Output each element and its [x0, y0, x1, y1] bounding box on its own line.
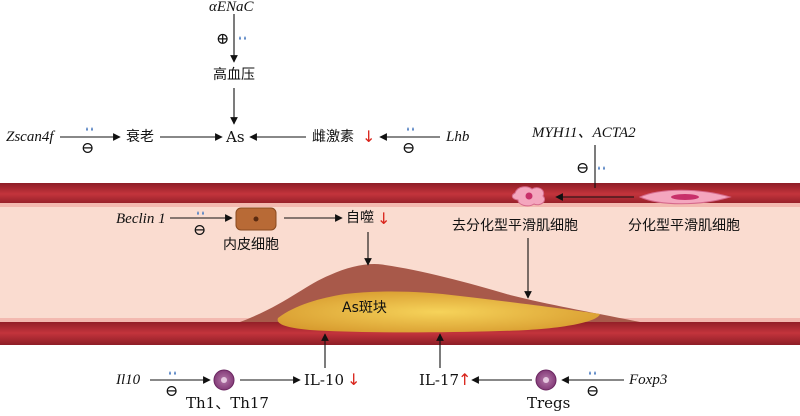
- node-tregs: Tregs: [527, 394, 571, 412]
- node-beclin1: Beclin 1: [116, 211, 166, 227]
- droplet-icon: [197, 211, 199, 215]
- treg-cell-nucleus: [543, 377, 549, 383]
- plus-sign-hypertension: ⊕: [216, 29, 230, 48]
- minus-sign-myh11: ⊖: [576, 158, 590, 177]
- node-endothelial: 内皮细胞: [223, 237, 279, 253]
- droplet-icon: [91, 127, 93, 131]
- droplet-icon: [244, 36, 246, 40]
- droplet-icon: [603, 166, 605, 170]
- droplet-icon: [598, 166, 600, 170]
- minus-sign-beclin1: ⊖: [193, 220, 207, 239]
- node-plaque: As斑块: [342, 300, 387, 316]
- node-foxp3: Foxp3: [629, 372, 668, 388]
- droplet-icon: [239, 36, 241, 40]
- node-myh11-acta2: MYH11、ACTA2: [532, 125, 636, 141]
- droplet-icon: [594, 371, 596, 375]
- node-estrogen: 雌激素: [312, 129, 354, 145]
- node-aging: 衰老: [126, 129, 154, 145]
- node-hypertension: 高血压: [213, 67, 255, 83]
- node-dediff-smc: 去分化型平滑肌细胞: [452, 218, 578, 234]
- th-cell-nucleus: [221, 377, 227, 383]
- vessel-wall-top: [0, 183, 800, 205]
- droplet-icon: [589, 371, 591, 375]
- node-il10-gene: Il10: [116, 372, 141, 388]
- minus-sign-lhb: ⊖: [402, 138, 416, 157]
- autophagy-down-arrow: ↓: [377, 209, 391, 228]
- droplet-icon: [86, 127, 88, 131]
- node-zscan4f: Zscan4f: [6, 129, 54, 145]
- diff-smc-nucleus: [671, 194, 699, 200]
- droplet-icon: [169, 371, 171, 375]
- estrogen-down-arrow: ↓: [362, 127, 376, 146]
- node-as: As: [226, 128, 245, 146]
- node-th: Th1、Th17: [186, 394, 269, 412]
- dediff-smc-nucleus: [525, 192, 533, 200]
- minus-sign-foxp3: ⊖: [586, 381, 600, 400]
- droplet-icon: [407, 127, 409, 131]
- node-aenac: αENaC: [209, 0, 254, 15]
- node-il17: IL-17: [419, 371, 460, 389]
- il17-up-arrow: ↑: [458, 370, 472, 389]
- node-lhb: Lhb: [446, 129, 470, 145]
- minus-sign-zscan4f: ⊖: [81, 138, 95, 157]
- il10-down-arrow: ↓: [347, 370, 361, 389]
- droplet-icons: [86, 36, 605, 375]
- node-autophagy: 自噬: [346, 210, 374, 226]
- droplet-icon: [174, 371, 176, 375]
- node-diff-smc: 分化型平滑肌细胞: [628, 218, 740, 234]
- endothelial-cell-nucleus: [253, 216, 259, 222]
- droplet-icon: [202, 211, 204, 215]
- vessel-intima-top: [0, 203, 800, 207]
- node-il10: IL-10: [304, 371, 345, 389]
- droplet-icon: [412, 127, 414, 131]
- minus-sign-il10: ⊖: [165, 381, 179, 400]
- plaque-core: [277, 291, 600, 333]
